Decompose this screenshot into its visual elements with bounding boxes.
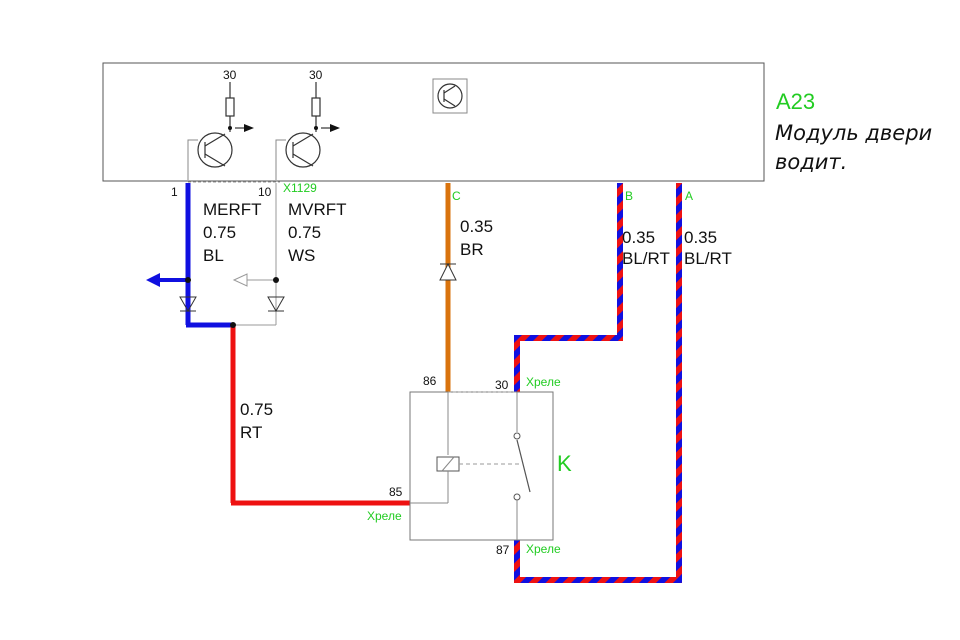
relay-pin-86: 86	[423, 374, 437, 388]
b-color-label: BL/RT	[622, 249, 670, 268]
b-size-label: 0.35	[622, 228, 655, 247]
relay-conn-87: Xреле	[526, 542, 561, 556]
relay-conn-85: Xреле	[367, 509, 402, 523]
transistor-2-icon: 30	[275, 68, 340, 180]
wire-c	[439, 183, 457, 392]
diode-icon	[179, 296, 197, 313]
relay-id: K	[557, 451, 572, 476]
merft-color-label: BL	[203, 246, 224, 265]
pin-1-label: 1	[171, 185, 178, 199]
module-id: A23	[776, 89, 815, 114]
relay-contact-icon	[516, 439, 531, 493]
wire-a	[514, 183, 682, 583]
c-size-label: 0.35	[460, 217, 493, 236]
supply-label-1: 30	[223, 68, 237, 82]
mvrft-signal-label: MVRFT	[288, 200, 347, 219]
wire-mvrft	[232, 183, 285, 326]
arrow-left-outline-icon	[232, 273, 248, 287]
wire-merft	[146, 183, 233, 328]
mvrft-size-label: 0.75	[288, 223, 321, 242]
arrow-left-icon	[146, 273, 160, 287]
module-name-line1: Модуль двери	[775, 121, 932, 145]
wire-b	[514, 183, 623, 392]
merft-size-label: 0.75	[203, 223, 236, 242]
a-size-label: 0.35	[684, 228, 717, 247]
diode-2-icon	[267, 296, 285, 313]
supply-label-2: 30	[309, 68, 323, 82]
relay-pin-87: 87	[496, 543, 510, 557]
relay-pin-85: 85	[389, 485, 403, 499]
diode-3-icon	[439, 262, 457, 281]
mvrft-color-label: WS	[288, 246, 315, 265]
relay-k	[409, 391, 554, 541]
c-color-label: BR	[460, 240, 484, 259]
merft-signal-label: MERFT	[203, 200, 262, 219]
rt-size-label: 0.75	[240, 400, 273, 419]
connector-x1129-label: X1129	[283, 181, 317, 195]
transistor-3-icon	[432, 78, 468, 114]
pin-b-label: B	[625, 189, 633, 203]
relay-pin-30: 30	[495, 378, 509, 392]
pin-c-label: C	[452, 189, 461, 203]
module-name-line2: водит.	[775, 150, 847, 174]
pin-10-label: 10	[258, 185, 272, 199]
relay-conn-30: Xреле	[526, 375, 561, 389]
rt-color-label: RT	[240, 423, 262, 442]
a-color-label: BL/RT	[684, 249, 732, 268]
wire-rt	[230, 322, 410, 506]
pin-a-label: A	[685, 189, 693, 203]
transistor-1-icon: 30	[187, 68, 254, 180]
